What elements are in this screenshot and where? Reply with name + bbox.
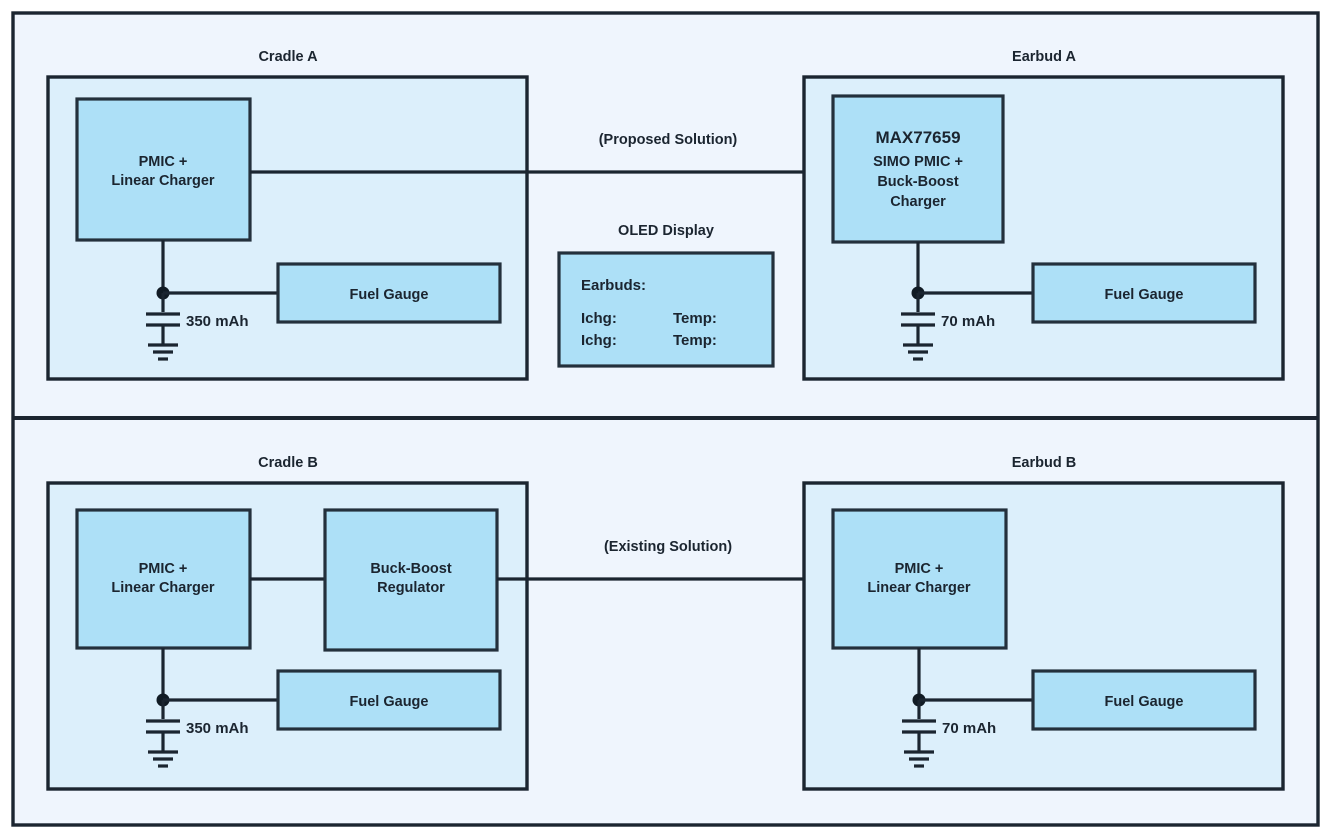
cradle-b-battery-capacity: 350 mAh: [186, 720, 249, 737]
earbud-a-desc-line1: SIMO PMIC +: [873, 154, 963, 170]
earbud-a-part-number: MAX77659: [875, 128, 960, 147]
cradle-a-pmic-label-line1: PMIC +: [139, 154, 188, 170]
cradle-b-pmic-block: [75, 508, 252, 650]
oled-display-caption: OLED Display: [618, 223, 714, 239]
proposed-solution-label: (Proposed Solution): [599, 132, 738, 148]
oled-row-1-temp: Temp:: [673, 310, 717, 327]
earbud-b-title: Earbud B: [1012, 455, 1076, 471]
oled-row-2-ichg: Ichg:: [581, 332, 617, 349]
existing-solution-label: (Existing Solution): [604, 539, 732, 555]
cradle-b-title: Cradle B: [258, 455, 318, 471]
cradle-b-pmic-label-line2: Linear Charger: [111, 580, 214, 596]
earbud-a-desc-line2: Buck-Boost: [877, 174, 959, 190]
earbud-a-battery-capacity: 70 mAh: [941, 313, 995, 330]
earbud-b-fuel-gauge-block: [1031, 669, 1257, 731]
cradle-b-fuel-gauge-label: Fuel Gauge: [350, 694, 429, 710]
oled-header: Earbuds:: [581, 277, 646, 294]
cradle-a-title: Cradle A: [258, 49, 318, 65]
cradle-b-regulator-label-line1: Buck-Boost: [370, 561, 452, 577]
cradle-a-battery-capacity: 350 mAh: [186, 313, 249, 330]
earbud-a-fuel-gauge-block: [1031, 262, 1257, 324]
oled-row-1-ichg: Ichg:: [581, 310, 617, 327]
cradle-b-pmic-label-line1: PMIC +: [139, 561, 188, 577]
earbud-b-battery-capacity: 70 mAh: [942, 720, 996, 737]
earbud-a-max77659-block: [831, 94, 1005, 244]
cradle-b-regulator-block: [323, 508, 499, 652]
cradle-a-fuel-gauge-block: [276, 262, 502, 324]
earbud-a-title: Earbud A: [1012, 49, 1076, 65]
earbud-b-fuel-gauge-label: Fuel Gauge: [1105, 694, 1184, 710]
earbud-b-pmic-block: [831, 508, 1008, 650]
cradle-a-fuel-gauge-label: Fuel Gauge: [350, 287, 429, 303]
cradle-a-pmic-label-line2: Linear Charger: [111, 173, 214, 189]
oled-row-2-temp: Temp:: [673, 332, 717, 349]
earbud-a-fuel-gauge-label: Fuel Gauge: [1105, 287, 1184, 303]
cradle-b-fuel-gauge-block: [276, 669, 502, 731]
oled-display-block: [557, 251, 775, 368]
cradle-b-regulator-label-line2: Regulator: [377, 580, 445, 596]
earbud-a-desc-line3: Charger: [890, 194, 946, 210]
earbud-b-pmic-label-line2: Linear Charger: [867, 580, 970, 596]
earbud-b-pmic-label-line1: PMIC +: [895, 561, 944, 577]
